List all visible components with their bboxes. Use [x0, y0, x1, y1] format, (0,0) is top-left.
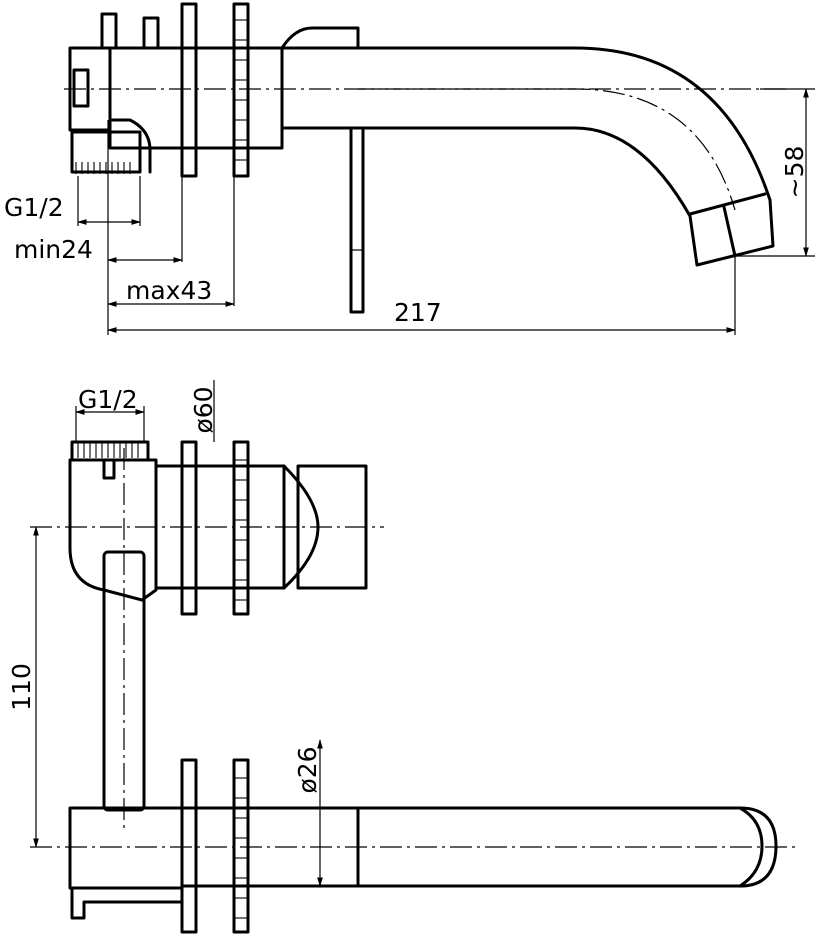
top-dim-length: 217 — [394, 298, 442, 327]
side-dim-flange: ø60 — [189, 386, 218, 433]
top-dim-min: min24 — [14, 235, 93, 264]
side-flange-upper-1 — [180, 440, 198, 616]
side-dim-spacing: 110 — [7, 663, 36, 711]
side-lower-fitting — [70, 886, 184, 920]
top-flange-1 — [180, 2, 198, 178]
side-lower-body — [68, 806, 184, 890]
side-spout-tip — [738, 806, 764, 888]
side-dim-thread: G1/2 — [78, 385, 138, 414]
top-dim-max: max43 — [126, 276, 212, 305]
top-lever-arm — [349, 126, 365, 314]
top-dim-height: ~58 — [780, 146, 809, 199]
side-thread-hatch — [77, 442, 139, 458]
side-upper-body — [68, 458, 158, 602]
top-dim-thread: G1/2 — [4, 193, 64, 222]
side-fitting-detail — [102, 458, 116, 480]
top-fitting-curve — [108, 118, 152, 174]
side-dim-spout: ø26 — [293, 746, 322, 793]
top-view: ~58 G1/2 min24 max43 217 — [4, 2, 815, 335]
side-thread-fitting — [70, 440, 150, 462]
top-spout-axis — [358, 88, 736, 211]
side-spout — [180, 806, 778, 888]
top-spout — [280, 46, 775, 267]
top-lever-head — [280, 26, 360, 50]
top-flange-2 — [232, 2, 250, 178]
top-spout-tip-split — [722, 205, 737, 258]
side-flange-upper-2-hatch — [234, 459, 248, 601]
top-spout-tip-line — [688, 192, 767, 216]
top-stem-right — [142, 16, 160, 50]
top-flange-2-hatch — [234, 19, 248, 161]
top-thread-hatch — [75, 162, 131, 174]
side-flange-upper-2 — [232, 440, 250, 616]
top-body-inner — [72, 68, 90, 108]
side-flange-lower-2 — [232, 758, 250, 934]
top-stem-left — [100, 12, 118, 50]
side-flange-lower-1 — [180, 758, 198, 934]
side-flange-lower-2-hatch — [234, 777, 248, 919]
side-view: G1/2 ø60 110 ø26 — [7, 380, 800, 934]
